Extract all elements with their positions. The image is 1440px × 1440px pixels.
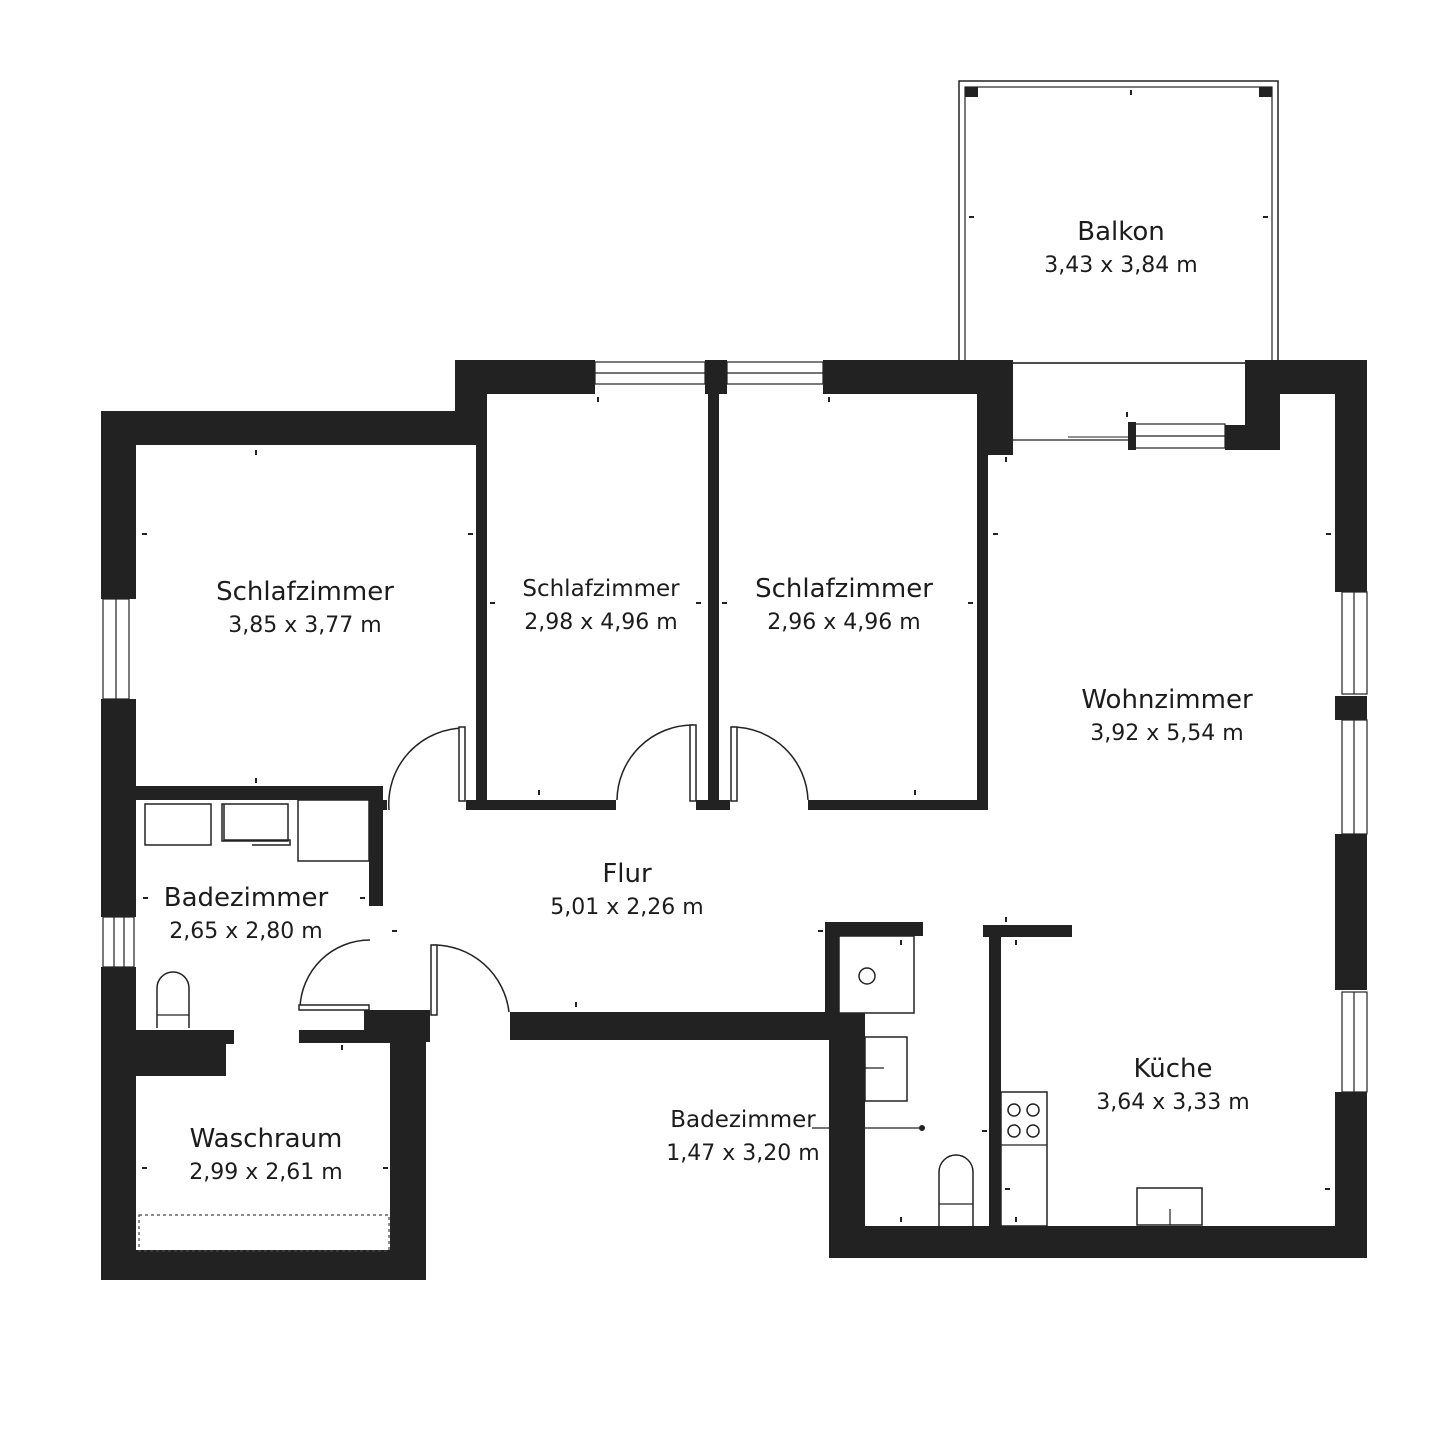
shower-tray xyxy=(838,935,915,1014)
room-name: Badezimmer xyxy=(670,1107,816,1133)
room-label-wohnzimmer: Wohnzimmer 3,92 x 5,54 m xyxy=(1081,683,1252,751)
room-dimensions: 2,96 x 4,96 m xyxy=(767,610,921,635)
room-dimensions: 2,65 x 2,80 m xyxy=(169,919,323,944)
room-label-badezimmer-2: Badezimmer 1,47 x 3,20 m xyxy=(666,1103,819,1171)
room-label-schlafzimmer-3: Schlafzimmer 2,96 x 4,96 m xyxy=(755,572,933,640)
washer-area xyxy=(138,1214,390,1252)
room-name: Wohnzimmer xyxy=(1081,685,1253,715)
room-label-kueche: Küche 3,64 x 3,33 m xyxy=(1096,1052,1249,1120)
room-label-schlafzimmer-2: Schlafzimmer 2,98 x 4,96 m xyxy=(522,572,679,640)
sink xyxy=(144,803,212,846)
measurement-ticks xyxy=(142,90,1331,1222)
room-label-balkon: Balkon 3,43 x 3,84 m xyxy=(1044,215,1197,283)
shower xyxy=(297,799,370,862)
stove-burner xyxy=(1026,1103,1040,1117)
room-dimensions: 2,98 x 4,96 m xyxy=(524,610,678,635)
room-name: Schlafzimmer xyxy=(755,574,933,604)
sink xyxy=(221,803,289,842)
stove-burner xyxy=(1007,1103,1021,1117)
room-dimensions: 1,47 x 3,20 m xyxy=(666,1141,820,1166)
stove-burner xyxy=(1007,1124,1021,1138)
room-name: Balkon xyxy=(1077,217,1165,247)
room-dimensions: 3,92 x 5,54 m xyxy=(1090,721,1244,746)
room-dimensions: 5,01 x 2,26 m xyxy=(550,895,704,920)
toilet xyxy=(938,1154,974,1226)
balcony-railing xyxy=(958,80,1279,364)
drain xyxy=(858,967,876,985)
room-name: Küche xyxy=(1133,1054,1213,1084)
toilet xyxy=(156,971,190,1028)
room-label-badezimmer-1: Badezimmer 2,65 x 2,80 m xyxy=(164,881,328,949)
room-dimensions: 3,85 x 3,77 m xyxy=(228,613,382,638)
stove-burner xyxy=(1026,1124,1040,1138)
sink xyxy=(864,1036,908,1102)
room-label-flur: Flur 5,01 x 2,26 m xyxy=(550,857,703,925)
room-dimensions: 3,64 x 3,33 m xyxy=(1096,1090,1250,1115)
room-dimensions: 3,43 x 3,84 m xyxy=(1044,253,1198,278)
room-label-waschraum: Waschraum 2,99 x 2,61 m xyxy=(189,1122,342,1190)
room-dimensions: 2,99 x 2,61 m xyxy=(189,1160,343,1185)
fixtures xyxy=(138,799,1203,1252)
room-name: Waschraum xyxy=(189,1124,343,1154)
doors xyxy=(298,724,809,1016)
room-name: Badezimmer xyxy=(163,883,329,913)
room-name: Schlafzimmer xyxy=(216,577,394,607)
interior-walls xyxy=(101,360,1072,1226)
kitchen-counter xyxy=(1000,1091,1048,1227)
room-label-schlafzimmer-1: Schlafzimmer 3,85 x 3,77 m xyxy=(216,575,394,643)
room-name: Flur xyxy=(602,859,652,889)
room-name: Schlafzimmer xyxy=(522,576,680,602)
exterior-walls xyxy=(101,360,1368,1280)
